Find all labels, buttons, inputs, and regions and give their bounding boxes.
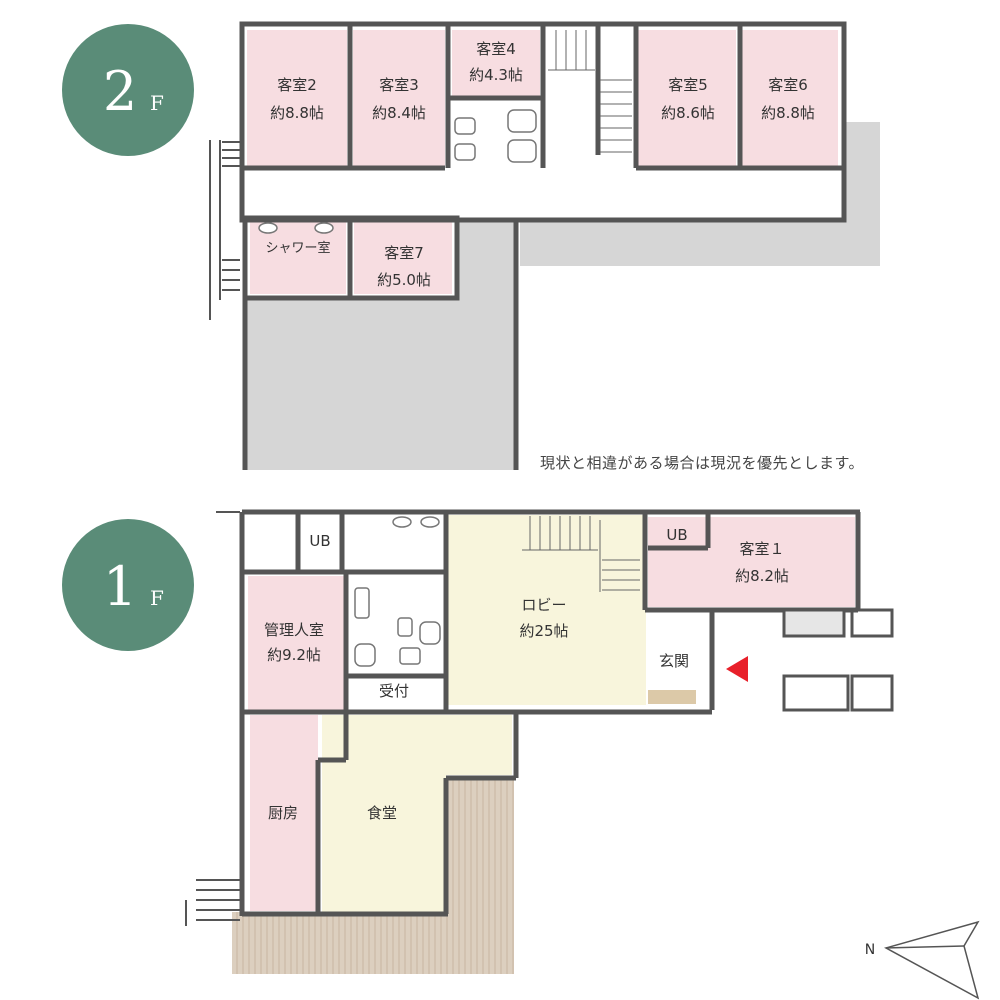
svg-text:1: 1 [103, 555, 137, 618]
exterior-steps-1f [185, 511, 240, 926]
room-shower-name: シャワー室 [265, 240, 330, 256]
room-guest6-name: 客室6 [768, 76, 808, 94]
shower-sinks [258, 222, 334, 234]
room-guest7-size: 約5.0帖 [377, 271, 431, 289]
svg-text:2: 2 [103, 60, 137, 123]
svg-text:F: F [150, 586, 164, 610]
disclaimer-note: 現状と相違がある場合は現況を優先とします。 [540, 454, 865, 472]
compass-north-label: N [865, 942, 875, 958]
room-reception-name: 受付 [379, 682, 409, 700]
room-manager-size: 約9.2帖 [267, 646, 321, 664]
exterior-stair-2f [209, 140, 240, 320]
first-floor: UB UB 客室１ 約8.2帖 管理人室 約9.2帖 ロビー 約25帖 受付 玄… [185, 509, 894, 974]
concrete-area [245, 298, 515, 470]
wooden-deck [232, 912, 514, 974]
room-guest6-size: 約8.8帖 [761, 104, 815, 122]
room-guest7-name: 客室7 [384, 244, 424, 262]
room-guest3-size: 約8.4帖 [372, 104, 426, 122]
floor-badge-1f: 1 F [62, 519, 194, 651]
toilet-area-2f [454, 109, 537, 163]
room-ub-left-name: UB [309, 532, 330, 550]
dining-area [322, 760, 446, 912]
room-guest1-size: 約8.2帖 [735, 567, 789, 585]
entrance-arrow-icon [726, 656, 748, 682]
room-lobby-size: 約25帖 [519, 622, 568, 640]
room-guest5-size: 約8.6帖 [661, 104, 715, 122]
room-manager-name: 管理人室 [264, 621, 324, 639]
svg-text:F: F [150, 91, 164, 115]
room-guest5-name: 客室5 [668, 76, 708, 94]
concrete-balcony [520, 218, 880, 266]
outdoor-structures [782, 608, 894, 712]
room-guest2-name: 客室2 [277, 76, 317, 94]
room-guest4-size: 約4.3帖 [469, 66, 523, 84]
room-ub-right-name: UB [666, 526, 687, 544]
room-guest3-name: 客室3 [379, 76, 419, 94]
room-lobby-name: ロビー [521, 596, 566, 614]
lobby-area [448, 515, 646, 705]
compass-arrow-icon [884, 920, 980, 1000]
floor-badge-2f: 2 F [62, 24, 194, 156]
stairs-1f [522, 516, 640, 592]
toilet-area-1f [354, 516, 441, 667]
room-entrance-name: 玄関 [659, 652, 689, 670]
stairs-2f [548, 30, 632, 153]
room-kitchen-name: 厨房 [268, 804, 298, 822]
walls-1f [239, 509, 861, 917]
room-guest4-name: 客室4 [476, 40, 516, 58]
room-dining-name: 食堂 [367, 804, 397, 822]
room-guest2-size: 約8.8帖 [270, 104, 324, 122]
north-compass: N [865, 920, 980, 1000]
second-floor: 客室2 約8.8帖 客室3 約8.4帖 客室4 約4.3帖 客室5 約8.6帖 … [209, 21, 880, 470]
room-guest1-name: 客室１ [739, 540, 784, 558]
walls-2f [239, 21, 847, 470]
